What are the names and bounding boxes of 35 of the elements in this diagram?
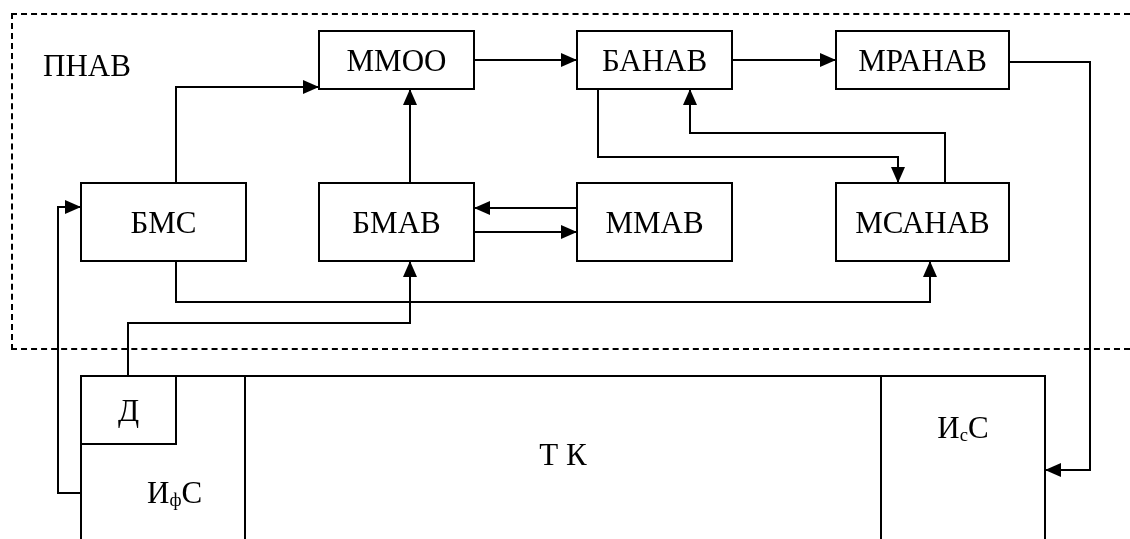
block-label: Д [116, 394, 141, 426]
arrow [474, 53, 577, 67]
block-label: И$_{ф}$С [147, 477, 203, 510]
section-box [880, 375, 1046, 539]
arrow [175, 261, 937, 303]
arrow [732, 53, 836, 67]
block-label: МСАНАВ [854, 206, 991, 238]
block-label: И$_{с}$С [937, 412, 989, 445]
block-label: МРАНАВ [857, 44, 988, 76]
block-label: БМС [129, 206, 198, 238]
arrow [403, 89, 417, 183]
block-label: БАНАВ [600, 44, 709, 76]
block-box [576, 30, 733, 90]
arrow [597, 89, 905, 183]
block-label: Т К [539, 439, 587, 470]
block-label: БМАВ [351, 206, 442, 238]
block-box [576, 182, 733, 262]
dashed-region [11, 13, 1130, 350]
block-label: ПНАВ [43, 50, 131, 81]
block-box [318, 182, 475, 262]
arrow [127, 261, 417, 376]
block-box [835, 30, 1010, 90]
block-box [835, 182, 1010, 262]
block-label: ММАВ [604, 206, 705, 238]
arrow [683, 89, 946, 183]
block-label: ММОО [345, 44, 448, 76]
block-box [80, 375, 177, 445]
block-box [80, 182, 247, 262]
section-box [80, 375, 246, 539]
arrow [57, 200, 81, 494]
block-box [318, 30, 475, 90]
arrow [175, 80, 319, 183]
arrow [474, 225, 577, 239]
arrow [1009, 61, 1091, 477]
arrow [474, 201, 577, 215]
